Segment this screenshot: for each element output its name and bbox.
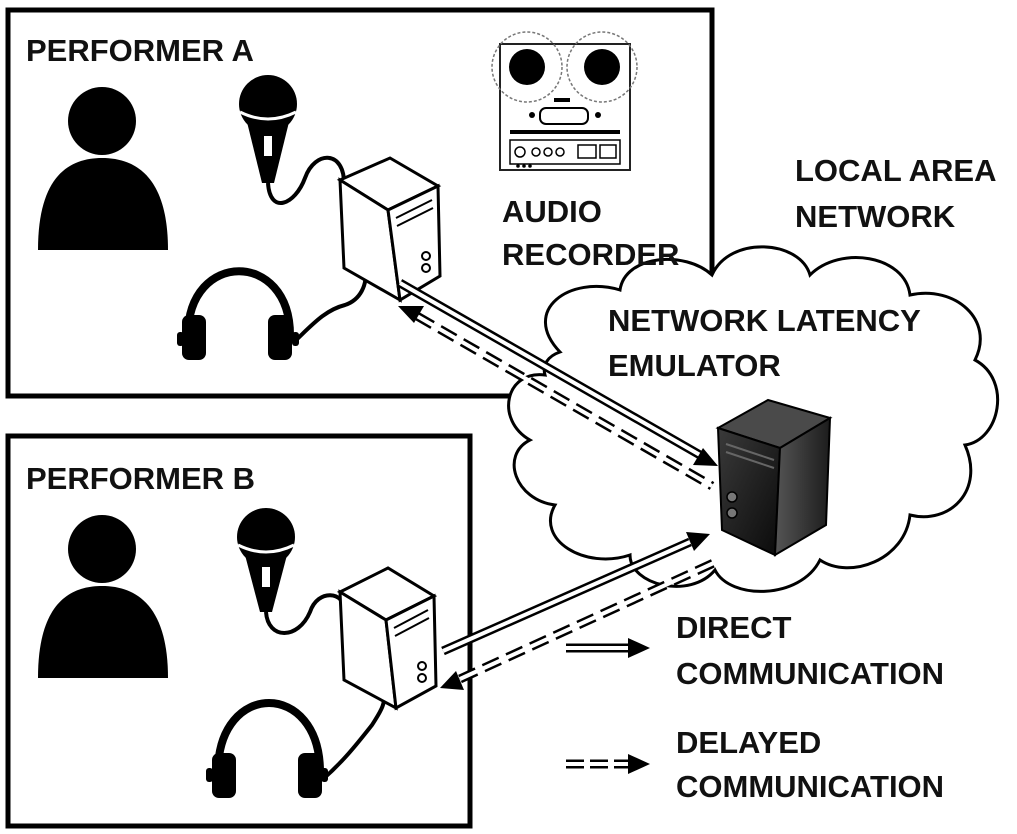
recorder-label-line2: RECORDER (502, 237, 680, 272)
legend-delayed-line2: COMMUNICATION (676, 769, 945, 804)
legend-delayed-arrow (566, 754, 650, 774)
performer-b-title: PERFORMER B (26, 461, 256, 496)
legend-direct-line1: DIRECT (676, 610, 792, 645)
lan-label-line1: LOCAL AREA (795, 153, 997, 188)
lan-label-line2: NETWORK (795, 199, 956, 234)
legend-direct-line2: COMMUNICATION (676, 656, 945, 691)
direct-link-b (441, 532, 710, 656)
headphone-cable (292, 267, 368, 344)
tape-recorder-icon (491, 31, 638, 171)
microphone-icon (237, 508, 295, 612)
direct-link-a (397, 279, 718, 466)
delayed-link-b (440, 556, 720, 690)
person-icon (38, 515, 168, 678)
legend-direct-arrow (566, 638, 650, 658)
emulator-label-line2: EMULATOR (608, 348, 781, 383)
emulator-label-line1: NETWORK LATENCY (608, 303, 921, 338)
recorder-label-line1: AUDIO (502, 194, 602, 229)
microphone-icon (239, 75, 297, 183)
headphones-icon (177, 267, 299, 360)
legend-delayed-line1: DELAYED (676, 725, 822, 760)
delayed-link-a (398, 306, 715, 490)
person-icon (38, 87, 168, 250)
headphones-icon (206, 699, 328, 798)
computer-tower-icon (336, 566, 438, 711)
server-icon (715, 398, 833, 557)
microphone-cable (264, 593, 347, 635)
computer-tower-icon (336, 156, 442, 303)
performer-a-title: PERFORMER A (26, 33, 254, 68)
microphone-cable (266, 155, 347, 205)
